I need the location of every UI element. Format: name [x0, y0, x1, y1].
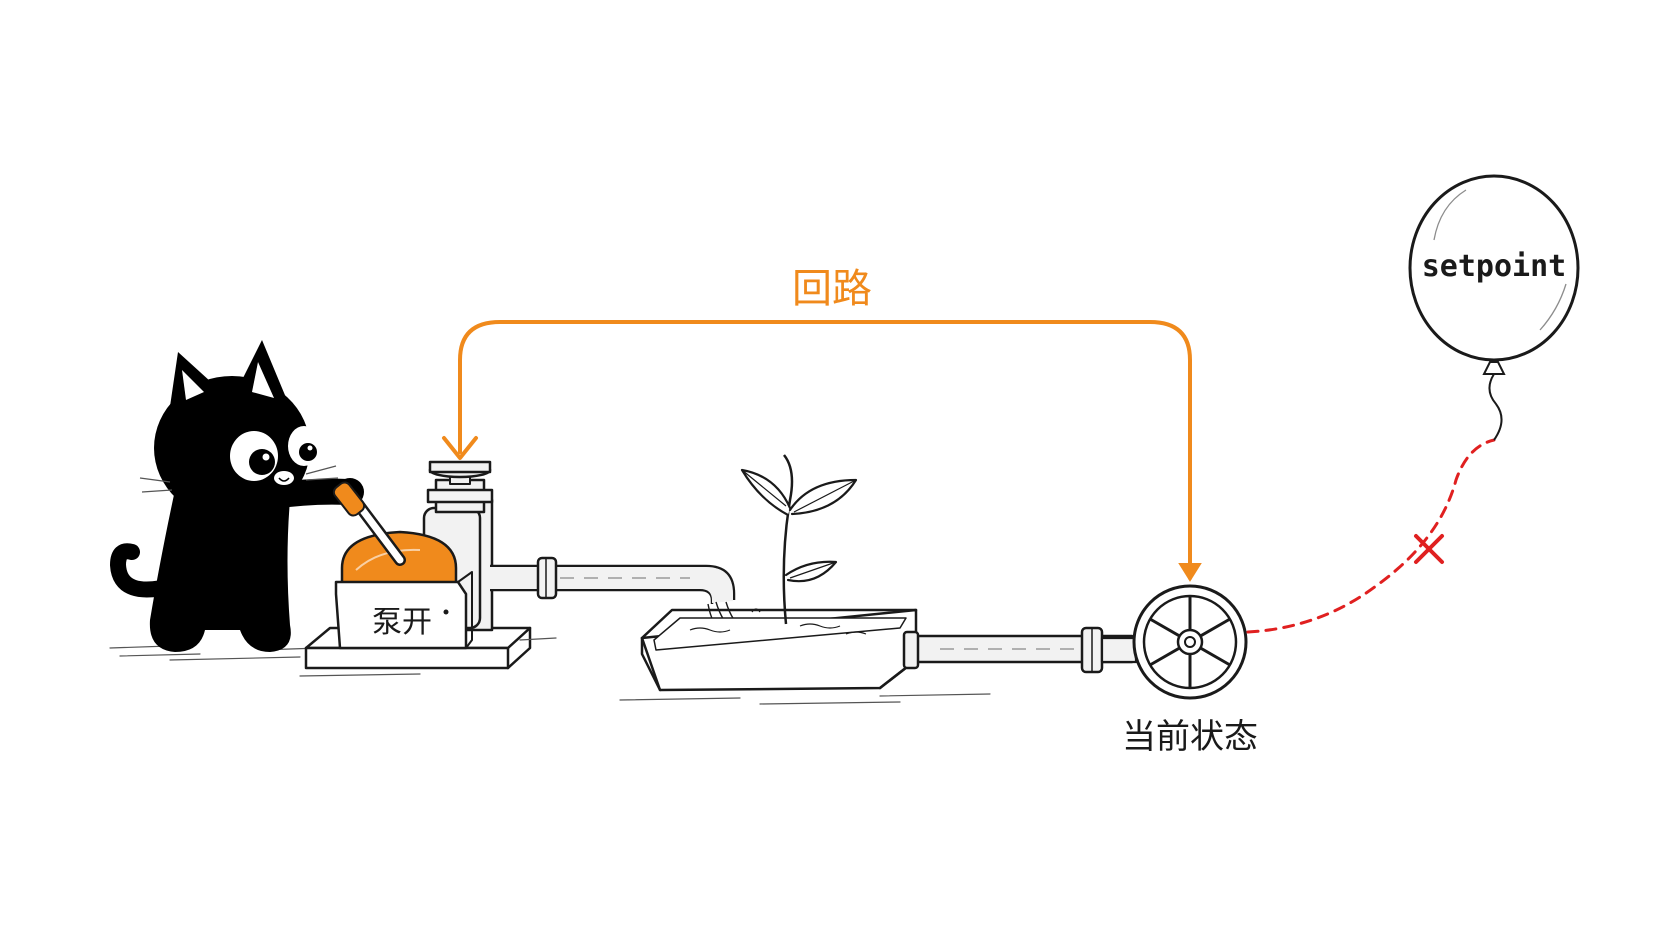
outlet-pipe — [490, 556, 763, 637]
broken-link-dashed-line — [1246, 438, 1496, 634]
black-cat-icon — [109, 340, 364, 661]
plant-tray — [619, 608, 991, 705]
water-pump-icon — [299, 460, 557, 677]
return-pipe — [902, 626, 1138, 674]
state-label: 当前状态 — [1122, 717, 1258, 757]
loop-arrow — [442, 320, 1202, 582]
loop-arrowhead-left-icon — [442, 436, 478, 460]
cross-mark-icon — [1414, 534, 1444, 564]
pump-label: 泵开 — [372, 605, 432, 640]
seedling-icon — [740, 454, 858, 625]
loop-arrowhead-right-icon — [1178, 563, 1202, 582]
valve-wheel-icon — [1132, 584, 1248, 700]
setpoint-label: setpoint — [1422, 249, 1567, 284]
loop-label: 回路 — [792, 266, 872, 312]
balloon-icon — [1408, 174, 1580, 441]
